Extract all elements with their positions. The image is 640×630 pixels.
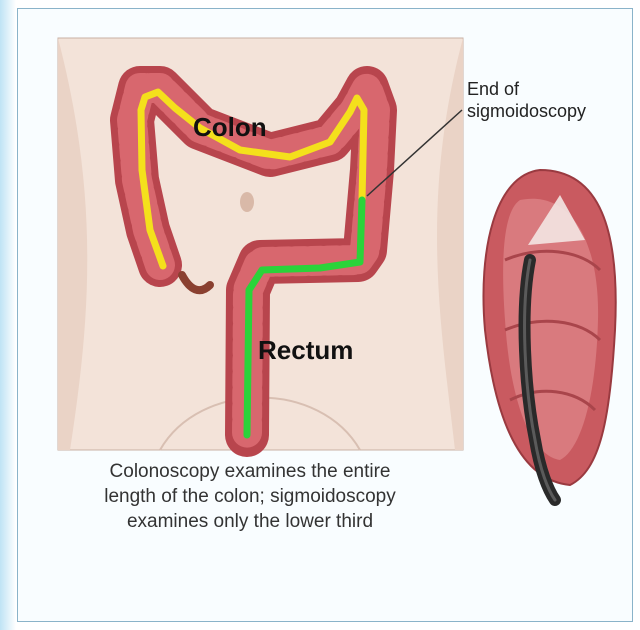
end-of-sigmoidoscopy-label: End of sigmoidoscopy xyxy=(467,78,586,122)
rectum-label: Rectum xyxy=(258,335,353,366)
figure-caption: Colonoscopy examines the entire length o… xyxy=(40,459,460,534)
endoscope-illustration xyxy=(483,170,615,500)
colon-label: Colon xyxy=(193,112,267,143)
navel xyxy=(240,192,254,212)
